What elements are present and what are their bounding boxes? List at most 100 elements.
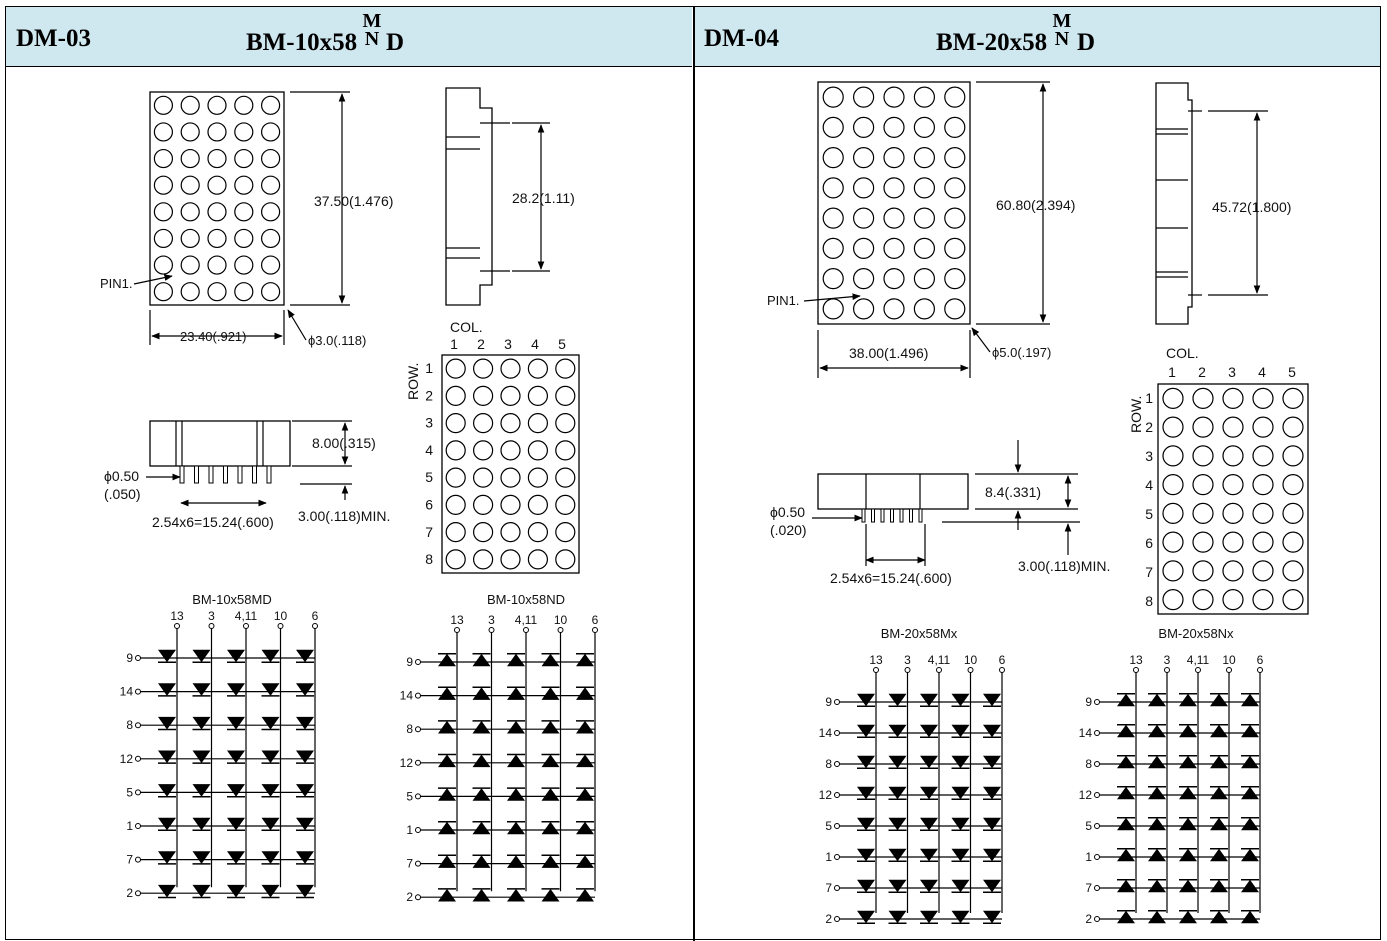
col-number: 2 (477, 336, 485, 352)
diode-symbol (1117, 817, 1135, 831)
col-number: 4 (531, 336, 539, 352)
led-dot (913, 177, 936, 199)
diode-symbol (158, 750, 176, 764)
row-pin-label: 1 (126, 819, 133, 833)
led-dot (555, 522, 576, 543)
diode-symbol (158, 817, 176, 831)
led-dot (913, 268, 936, 290)
leader-line (971, 327, 991, 353)
row-pin-terminal (1094, 854, 1100, 860)
diode-symbol (261, 784, 280, 797)
diode-symbol (1117, 879, 1135, 893)
panel-code: DM-04 (704, 25, 779, 52)
column-pin-terminal (873, 667, 879, 673)
led-dot (207, 255, 227, 275)
row-pin-label: 9 (1085, 695, 1092, 709)
diode-symbol (158, 649, 176, 663)
led-dot (555, 413, 576, 434)
led-dot (944, 237, 966, 259)
diode-symbol (438, 888, 456, 902)
led-dot (500, 358, 521, 379)
column-pin-terminal (312, 623, 318, 629)
panel-divider (693, 7, 695, 941)
led-dot (913, 237, 936, 259)
led-dot (445, 494, 466, 515)
row-pin-terminal (135, 755, 141, 762)
column-pin-label: 13 (1129, 653, 1143, 667)
diode-symbol (1179, 879, 1197, 893)
diode-symbol (541, 653, 560, 667)
row-pin-label: 12 (819, 788, 833, 802)
diode-symbol (1179, 817, 1197, 831)
led-dot (153, 175, 173, 195)
column-pin-terminal (454, 627, 460, 633)
led-dot (527, 440, 549, 461)
column-pin-terminal (1133, 667, 1139, 673)
diode-symbol (888, 817, 907, 831)
led-dot (883, 116, 905, 138)
diode-symbol (1241, 755, 1259, 769)
diode-symbol (920, 693, 938, 707)
column-pin-terminal (1226, 667, 1232, 673)
row-pin-terminal (135, 856, 141, 863)
led-dot (1222, 560, 1244, 582)
diode-symbol (438, 754, 456, 768)
diode-symbol (541, 720, 560, 734)
led-dot (180, 228, 200, 249)
led-dot (500, 522, 521, 543)
row-pin-label: 12 (400, 756, 414, 770)
diode-symbol (472, 855, 491, 868)
circuit-title: BM-20x58Nx (1158, 626, 1234, 641)
led-dot (527, 413, 549, 434)
led-dot (944, 116, 966, 138)
column-pin-terminal (999, 667, 1005, 673)
diode-symbol (158, 683, 176, 696)
row-pin-terminal (135, 789, 141, 796)
diode-symbol (472, 720, 491, 734)
row-pin-terminal (834, 885, 840, 891)
diode-symbol (920, 755, 938, 769)
diode-symbol (951, 724, 970, 738)
row-number: 2 (425, 387, 433, 403)
pin1-leader (133, 274, 173, 285)
led-dot (500, 440, 521, 461)
led-dot (1222, 416, 1244, 438)
led-dot (207, 148, 227, 169)
bottom-pin (909, 508, 913, 523)
diode-symbol (983, 879, 1001, 893)
col-number: 3 (504, 336, 512, 352)
row-pin-label: 5 (126, 785, 133, 799)
column-pin-label: 4,11 (928, 653, 951, 667)
led-dot (883, 268, 905, 290)
variant-top: M (1052, 10, 1072, 32)
column-pin-label: 4,11 (235, 609, 258, 623)
led-dot (913, 298, 936, 320)
column-pin-terminal (904, 667, 911, 673)
diode-symbol (1148, 848, 1166, 862)
led-dot (153, 148, 173, 169)
diode-symbol (951, 879, 970, 893)
diode-symbol (576, 888, 594, 902)
led-dot (261, 175, 281, 195)
row-pin-label: 2 (406, 890, 413, 904)
diode-symbol (920, 817, 938, 831)
diode-symbol (1117, 848, 1135, 862)
diode-symbol (541, 821, 560, 835)
led-dot (1162, 416, 1184, 438)
column-pin-terminal (523, 627, 529, 633)
model-suffix: D (386, 29, 405, 56)
pin-diameter: ϕ0.50 (770, 504, 805, 520)
diode-symbol (983, 755, 1001, 769)
led-dot (473, 413, 494, 434)
diode-symbol (888, 848, 907, 862)
diode-symbol (438, 720, 456, 734)
led-dot (852, 116, 875, 138)
led-dot (1252, 531, 1274, 553)
pin-span-dimension: 28.2(1.11) (512, 190, 575, 206)
led-dot (555, 549, 576, 570)
led-dot (822, 177, 844, 199)
diode-symbol (261, 649, 280, 663)
row-pin-label: 5 (825, 819, 832, 833)
led-dot (473, 494, 494, 515)
diode-symbol (541, 888, 560, 902)
